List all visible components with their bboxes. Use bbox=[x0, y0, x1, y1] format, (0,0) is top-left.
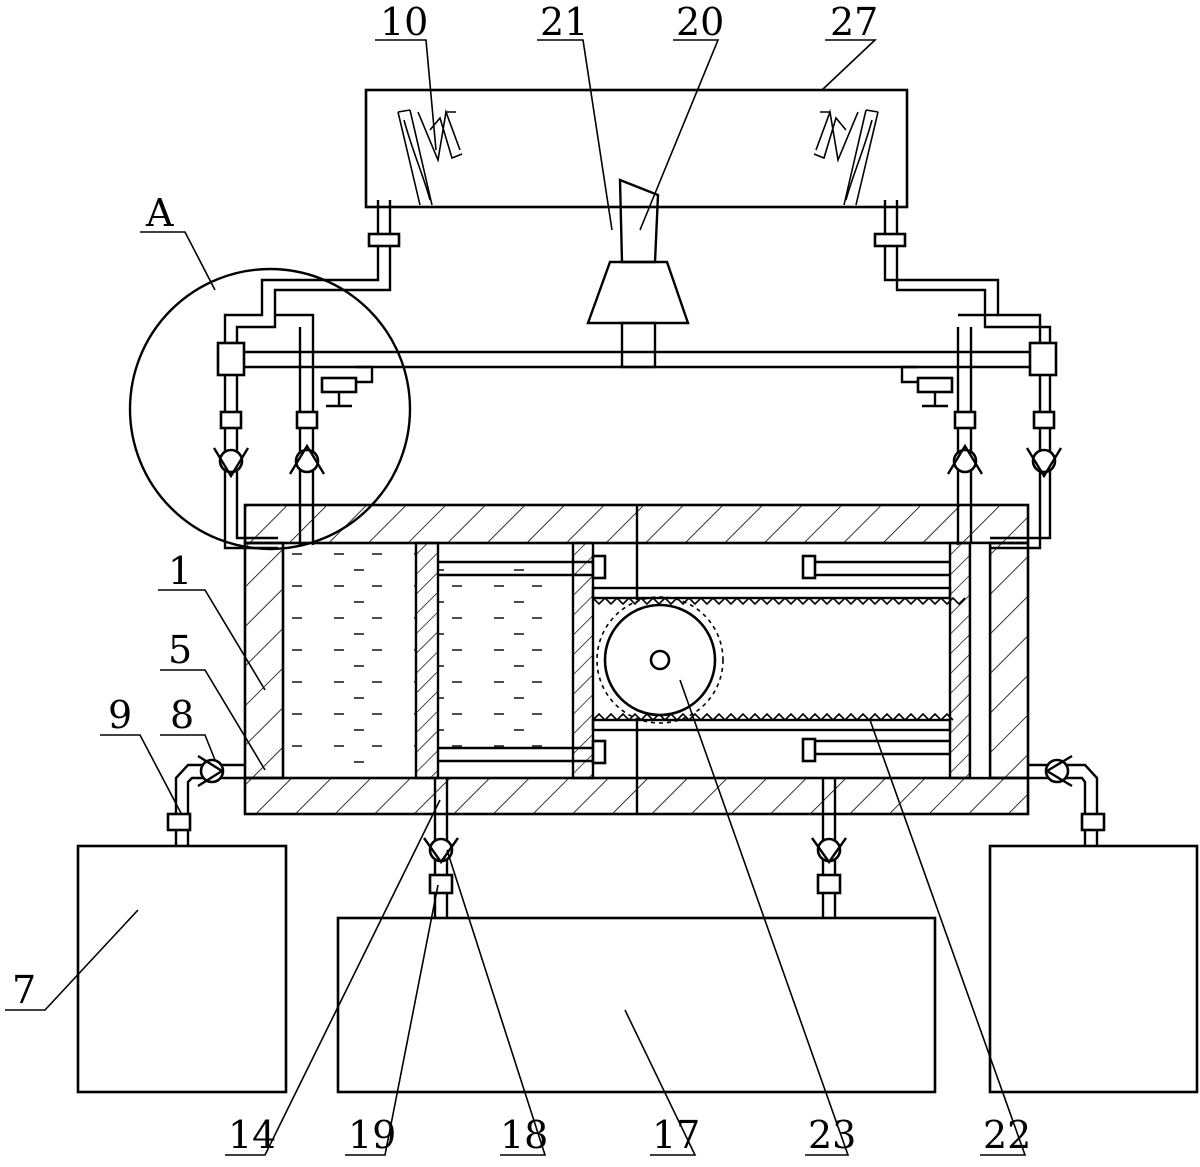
tanks bbox=[76, 844, 1199, 1094]
leader-lines bbox=[5, 39, 1027, 1156]
manifold-pipe bbox=[240, 350, 1040, 369]
label-19: 19 bbox=[348, 1113, 396, 1157]
label-7: 7 bbox=[12, 968, 36, 1012]
label-a: A bbox=[145, 191, 174, 235]
label-20: 20 bbox=[676, 0, 724, 44]
right-pipe-network bbox=[873, 200, 1063, 550]
label-22: 22 bbox=[983, 1113, 1031, 1157]
label-21: 21 bbox=[540, 0, 588, 44]
label-9: 9 bbox=[108, 693, 132, 737]
label-5: 5 bbox=[168, 628, 192, 672]
label-14: 14 bbox=[228, 1113, 276, 1157]
label-8: 8 bbox=[170, 693, 194, 737]
part-labels: 10 21 20 27 A 1 5 9 8 7 14 19 18 17 23 2… bbox=[12, 0, 1031, 1157]
label-1: 1 bbox=[168, 549, 192, 593]
left-pipe-network bbox=[212, 200, 401, 550]
label-18: 18 bbox=[500, 1113, 548, 1157]
label-23: 23 bbox=[808, 1113, 856, 1157]
label-27: 27 bbox=[830, 0, 878, 44]
gear bbox=[596, 596, 724, 724]
label-17: 17 bbox=[652, 1113, 700, 1157]
top-collector-box bbox=[364, 88, 909, 209]
lower-pipes bbox=[166, 754, 1106, 918]
label-10: 10 bbox=[380, 0, 428, 44]
